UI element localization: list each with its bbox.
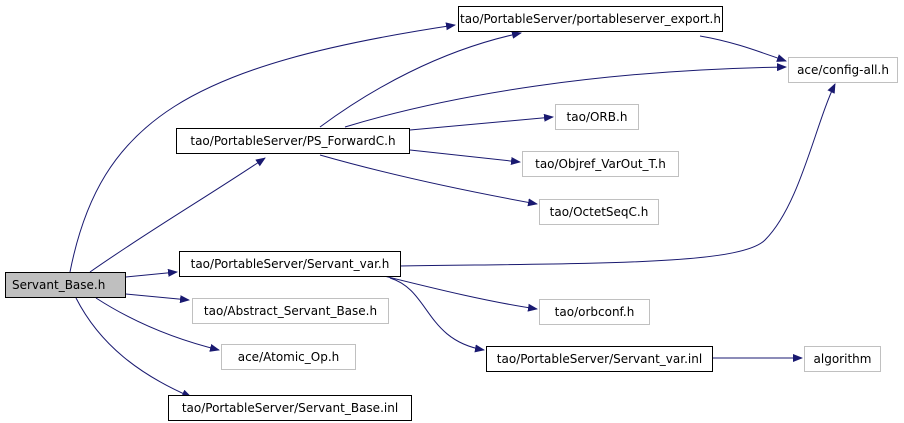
node-atomic-op-h[interactable]: ace/Atomic_Op.h [221,344,356,370]
node-abstract-servant-base-h[interactable]: tao/Abstract_Servant_Base.h [192,298,389,324]
edge-servant_var_h-orbconf_h [379,274,538,312]
node-servant-var-inl[interactable]: tao/PortableServer/Servant_var.inl [486,346,713,372]
edge-servant_var_h-servant_var_inl [389,277,485,353]
edge-ps_forwardc_h-objref_varout_t_h [409,149,521,166]
node-servant-var-h[interactable]: tao/PortableServer/Servant_var.h [179,251,401,277]
node-algorithm[interactable]: algorithm [804,346,881,372]
edge-servant_base_h-atomic_op_h [95,297,220,352]
edge-portableserver_export_h-config_all_h [699,35,787,62]
edge-servant_base_h-portableserver_export_h [69,22,456,273]
node-servant-base-h[interactable]: Servant_Base.h [5,272,126,298]
edge-servant_var_h-config_all_h [399,83,836,267]
edge-ps_forwardc_h-octetseqc_h [319,154,538,207]
edge-servant_base_h-ps_forwardc_h [89,157,266,273]
node-orb-h[interactable]: tao/ORB.h [555,104,639,130]
edge-ps_forwardc_h-portableserver_export_h [319,30,522,128]
node-portableserver-export-h[interactable]: tao/PortableServer/portableserver_export… [458,6,723,32]
node-servant-base-inl[interactable]: tao/PortableServer/Servant_Base.inl [168,395,412,421]
edge-ps_forwardc_h-config_all_h [344,63,787,128]
node-config-all-h[interactable]: ace/config-all.h [788,57,898,83]
node-octetseqc-h[interactable]: tao/OctetSeqC.h [539,199,659,225]
edge-servant_base_h-servant_base_inl [75,297,192,398]
node-objref-varout-t-h[interactable]: tao/Objref_VarOut_T.h [522,151,679,177]
edge-servant_base_h-abstract_servant_base_h [125,293,190,304]
edge-servant_base_h-servant_var_h [125,268,178,278]
node-ps-forwardc-h[interactable]: tao/PortableServer/PS_ForwardC.h [176,128,410,154]
edge-ps_forwardc_h-orb_h [409,113,554,131]
node-orbconf-h[interactable]: tao/orbconf.h [539,299,650,325]
